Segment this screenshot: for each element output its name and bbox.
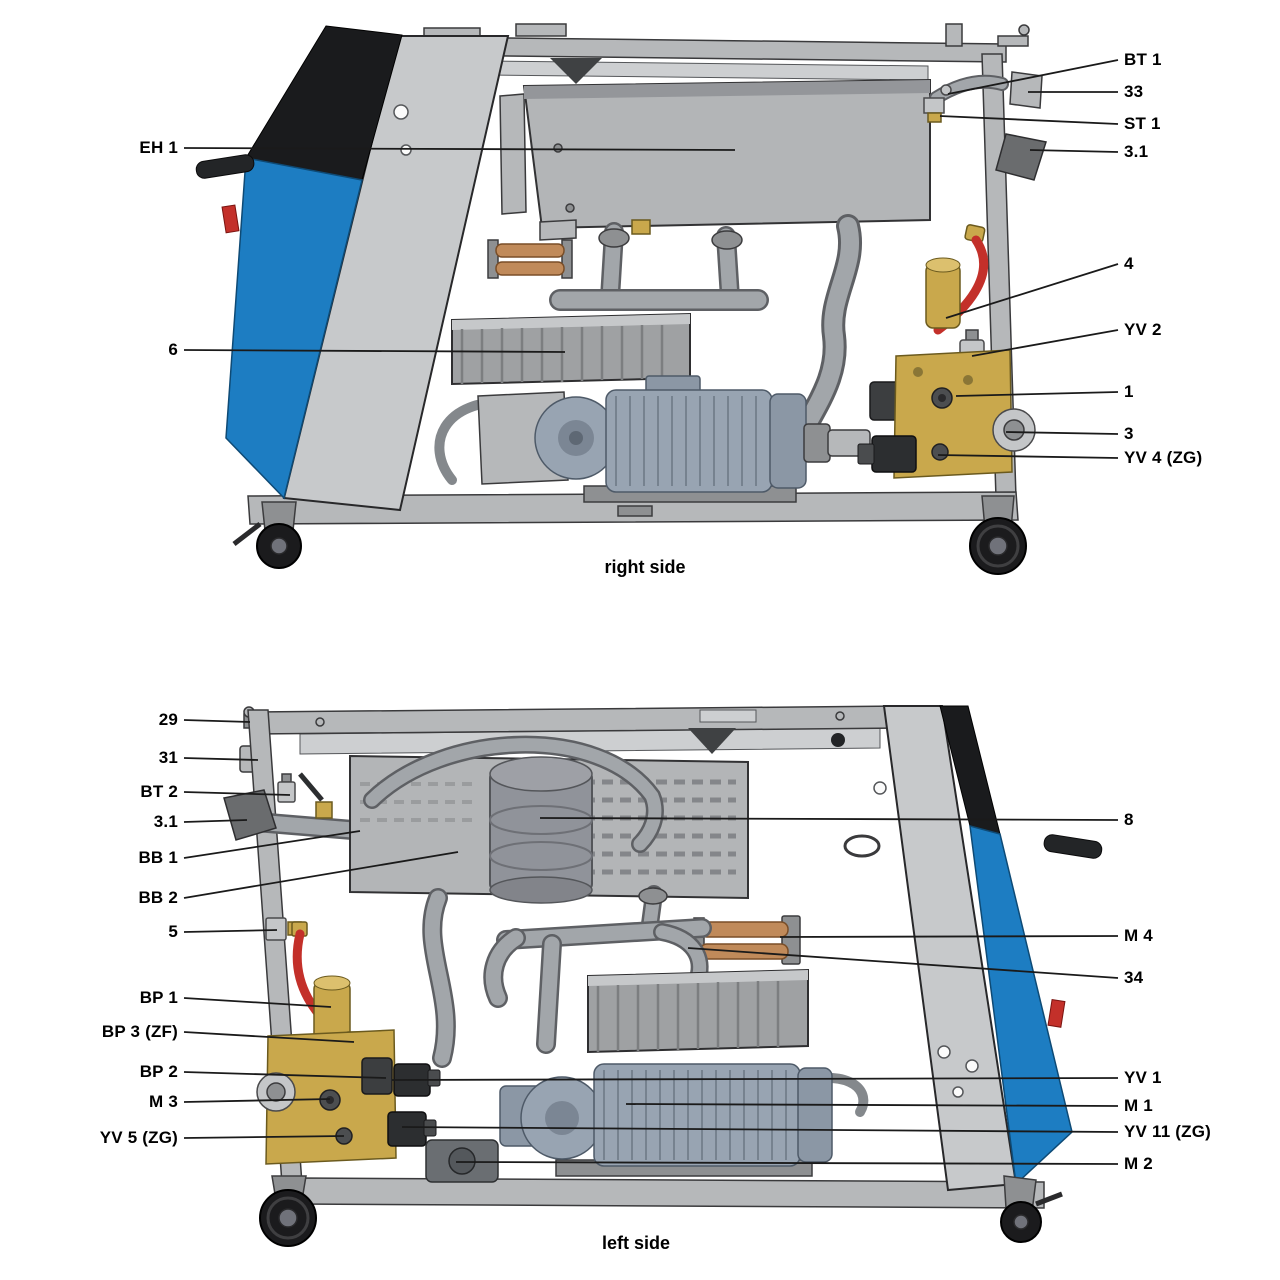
sensor-bt1 xyxy=(940,84,952,96)
motor-pump-assembly-right-view xyxy=(434,375,871,503)
machine-right-side-view xyxy=(195,23,1047,575)
motor-m1-assembly xyxy=(499,1063,869,1177)
leader-line-34 xyxy=(687,947,1119,979)
piping-right-view xyxy=(487,214,863,468)
leader-line-3-1 xyxy=(1029,149,1119,153)
leader-line-yv-1 xyxy=(391,1077,1119,1081)
copper-fittings xyxy=(487,239,573,279)
casters-left-view xyxy=(259,1175,1063,1247)
leader-line-bp-2 xyxy=(183,1071,387,1079)
leader-line-yv-5-zg xyxy=(183,1135,345,1139)
copper-cylinders-m4 xyxy=(693,915,801,965)
leader-line-st-1 xyxy=(939,115,1119,125)
leader-line-6 xyxy=(183,349,566,353)
leader-line-8 xyxy=(539,817,1119,821)
side-cover-left-view xyxy=(831,705,1103,1192)
cooler-block-34 xyxy=(587,968,809,1054)
leader-line-bt-2 xyxy=(183,791,291,796)
leader-line-31 xyxy=(183,757,259,761)
carry-handle-left xyxy=(1043,834,1103,859)
leader-line-bt-1 xyxy=(947,59,1119,95)
leader-line-5 xyxy=(183,929,278,933)
leader-line-yv-2 xyxy=(971,329,1119,357)
leader-line-m-2 xyxy=(455,1161,1119,1165)
leader-line-m-1 xyxy=(625,1103,1119,1107)
piping-left-view xyxy=(422,885,712,1068)
leader-line-m-3 xyxy=(183,1098,331,1103)
carry-handle xyxy=(195,154,255,179)
casters-right-view xyxy=(232,495,1027,575)
red-switch-left xyxy=(1047,998,1066,1028)
leader-line-bb-1 xyxy=(183,830,361,859)
heater-box-eh1 xyxy=(499,78,931,241)
leader-line-yv-4-zg xyxy=(937,454,1119,459)
leader-line-bp-3-zf xyxy=(183,1031,355,1043)
leader-line-m-4 xyxy=(779,935,1119,938)
pump-block-group-left-view xyxy=(256,921,499,1183)
leader-line-3-1 xyxy=(183,819,248,823)
machine-left-side-view xyxy=(223,705,1103,1247)
red-switch xyxy=(221,204,240,234)
pump-block-group-right-view xyxy=(857,224,1036,479)
leader-line-1 xyxy=(955,391,1119,397)
leader-line-eh-1 xyxy=(183,147,736,151)
heater-housing-8 xyxy=(349,735,749,904)
part-33 xyxy=(1009,71,1043,109)
leader-line-3 xyxy=(1005,431,1119,435)
side-cover-right-view xyxy=(195,25,510,512)
fitting-5 xyxy=(265,917,287,941)
sensor-bt2 xyxy=(277,781,296,803)
leader-line-29 xyxy=(183,719,251,723)
sensor-fittings-top-right xyxy=(923,71,1047,181)
leader-line-4 xyxy=(945,263,1119,319)
leader-line-bp-1 xyxy=(183,997,332,1008)
union-nut-3-1 xyxy=(995,133,1047,181)
leader-line-bb-2 xyxy=(183,851,459,899)
union-nut-3-1-left xyxy=(223,789,277,841)
leader-line-yv-11-zg xyxy=(401,1126,1119,1133)
valve-bp2 xyxy=(361,1057,393,1095)
